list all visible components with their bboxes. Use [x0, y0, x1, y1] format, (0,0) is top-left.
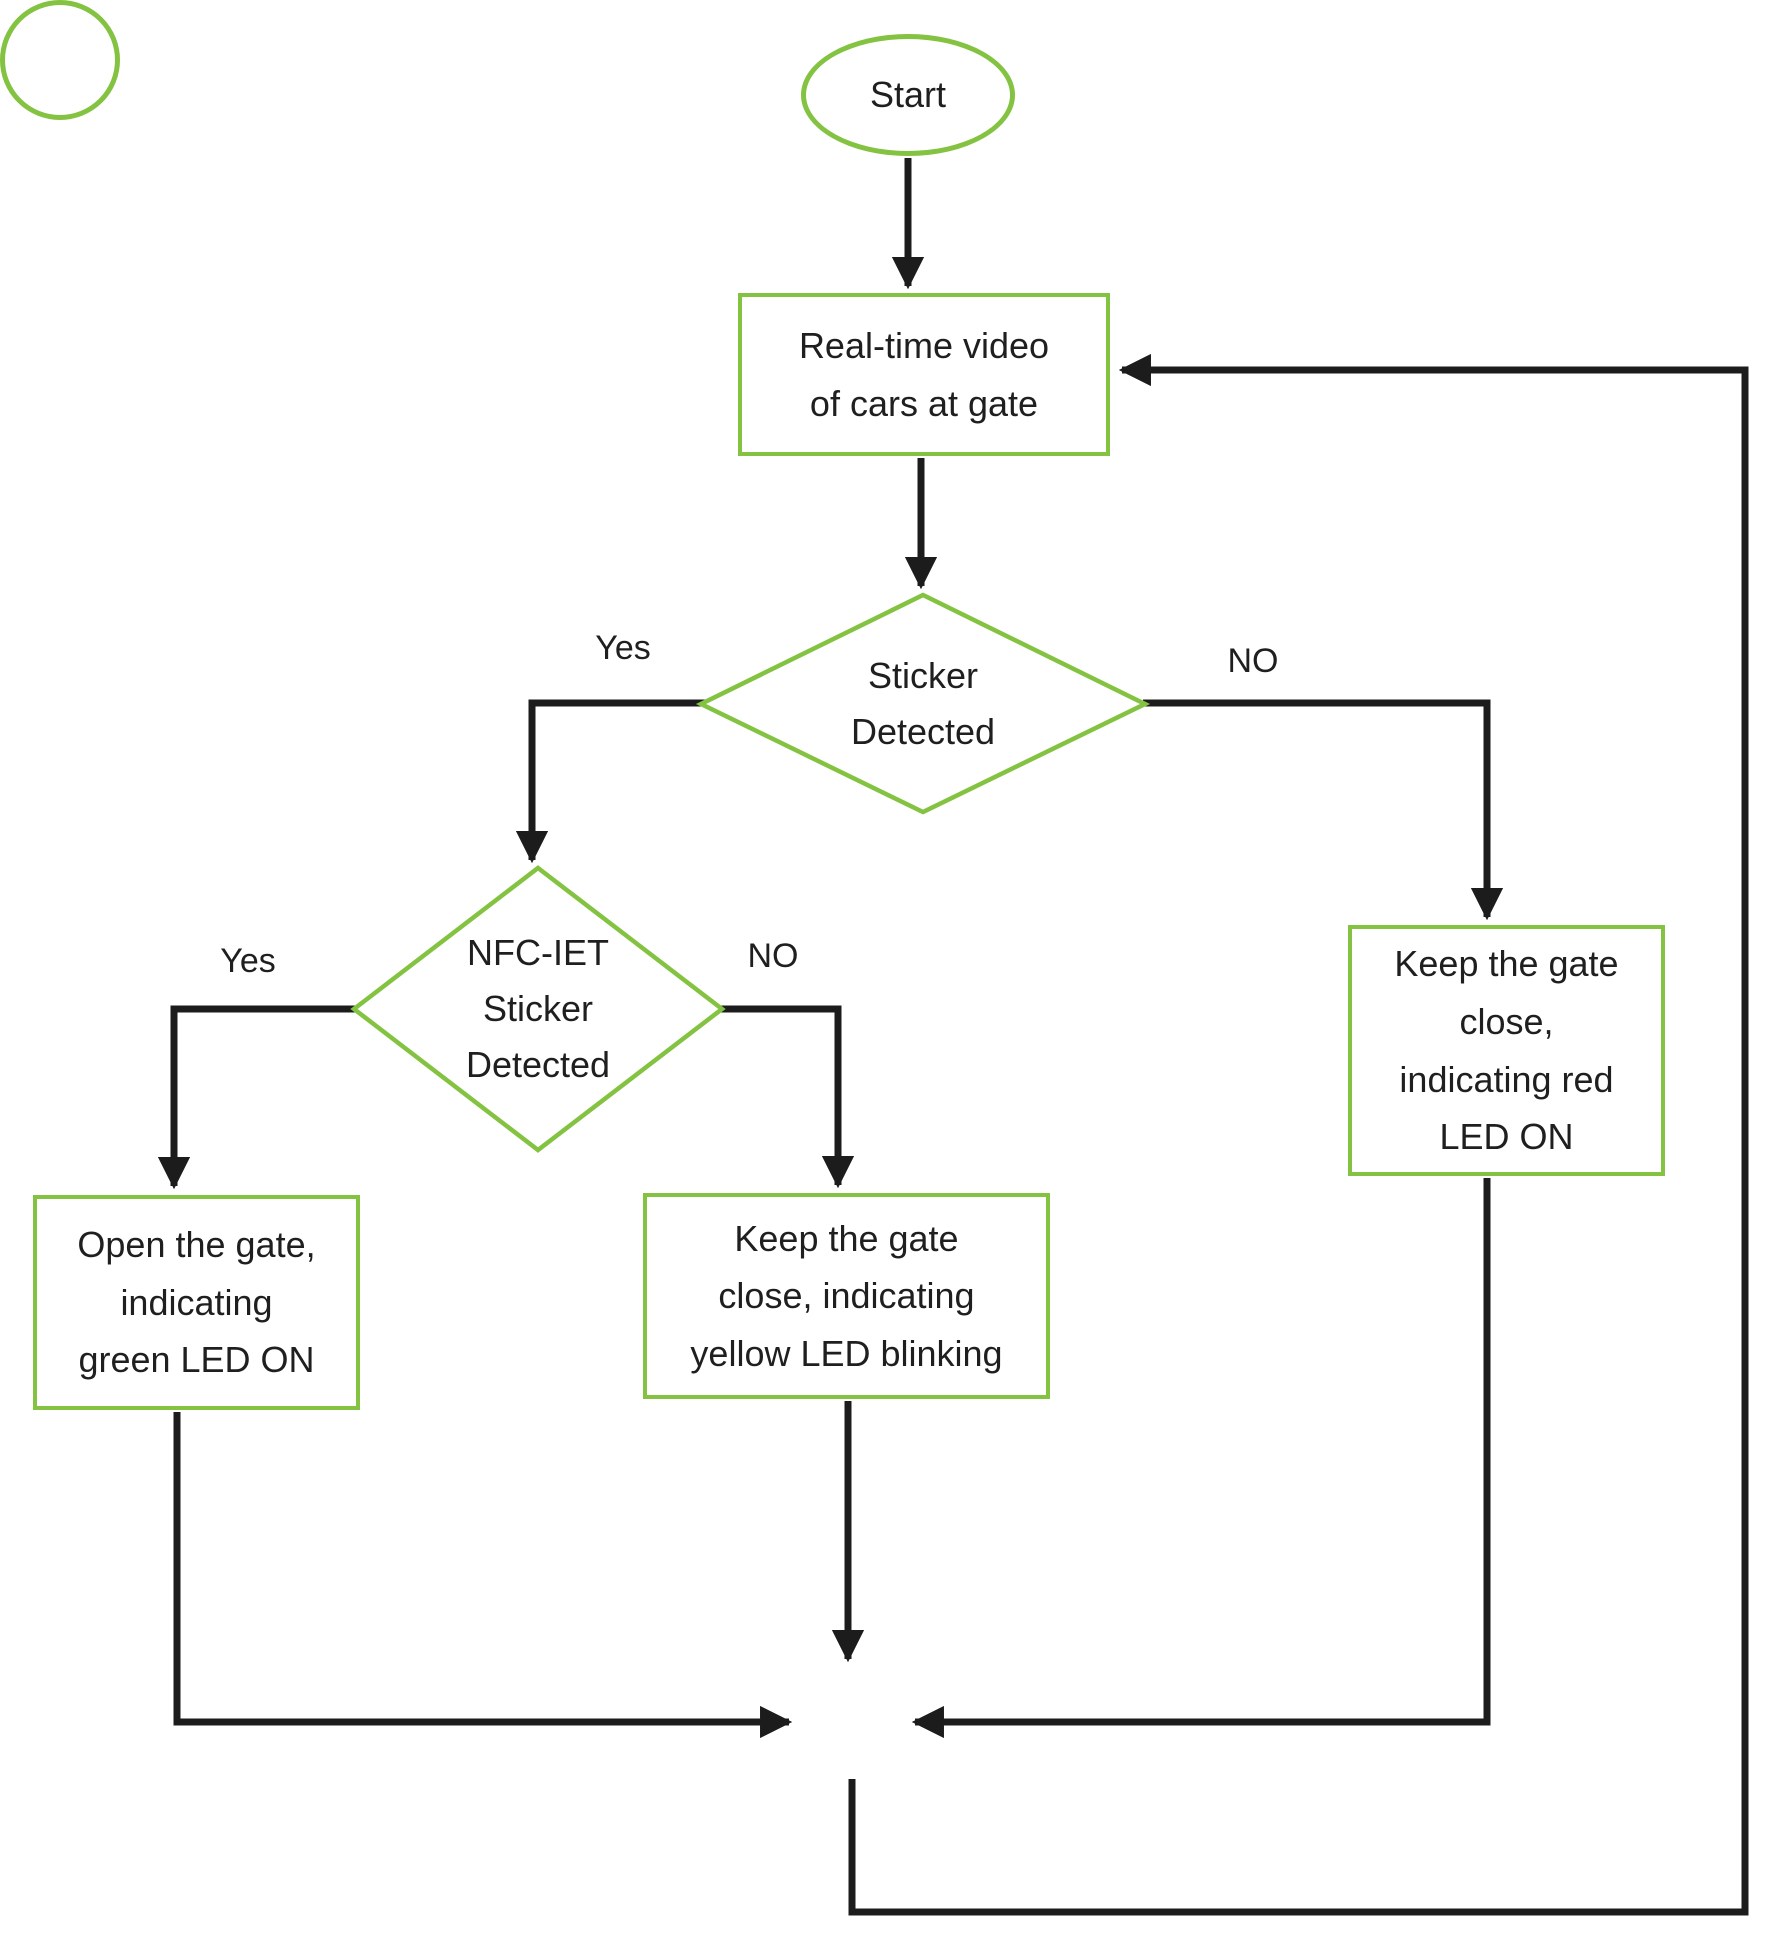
- connector-nfc-no-to-yellow-box: [718, 1005, 855, 1189]
- decision-nfc-line: Sticker: [482, 988, 594, 1030]
- decision-sticker-line: Sticker: [867, 655, 979, 697]
- process-keep-close-yellow-line: Keep the gate: [734, 1217, 959, 1259]
- edge-label-nfc-no: NO: [747, 937, 799, 975]
- process-keep-close-red-line: Keep the gate: [1394, 943, 1619, 985]
- process-keep-close-yellow-line: yellow LED blinking: [690, 1332, 1003, 1374]
- process-keep-close-red-line: indicating red: [1399, 1058, 1614, 1100]
- decision-nfc-line: Detected: [465, 1043, 611, 1085]
- connector-nfc-yes-to-green-box: [157, 1005, 358, 1190]
- decision-sticker-detected-shape: [695, 592, 1151, 815]
- process-keep-close-yellow-line: close, indicating: [718, 1275, 975, 1317]
- process-open-gate-line: Open the gate,: [77, 1224, 316, 1266]
- decision-sticker-detected-label: Sticker Detected: [773, 642, 1073, 766]
- connector-junction-loop-to-capture: [848, 353, 1749, 1916]
- junction-connector: [0, 0, 120, 120]
- process-capture-video: Real-time video of cars at gate: [738, 293, 1110, 456]
- connector-sticker-yes-to-nfc-decision: [515, 699, 705, 864]
- decision-nfc-line: NFC-IET: [467, 932, 609, 974]
- process-keep-close-red: Keep the gate close, indicating red LED …: [1348, 925, 1665, 1176]
- process-keep-close-red-line: close,: [1459, 1000, 1554, 1042]
- decision-nfc-sticker-label: NFC-IET Sticker Detected: [388, 922, 688, 1096]
- decision-sticker-line: Detected: [850, 711, 996, 752]
- process-capture-video-line: Real-time video: [798, 324, 1050, 366]
- process-open-gate-green: Open the gate, indicating green LED ON: [33, 1195, 360, 1410]
- connector-green-box-to-junction: [173, 1412, 793, 1739]
- process-capture-video-line: of cars at gate: [809, 382, 1039, 424]
- edge-label-sticker-yes: Yes: [595, 629, 651, 667]
- start-label: Start: [869, 74, 947, 116]
- decision-nfc-sticker-shape: [350, 865, 726, 1153]
- start-node: Start: [801, 34, 1015, 156]
- connector-red-box-to-junction: [911, 1178, 1491, 1739]
- edge-label-sticker-no: NO: [1227, 642, 1279, 680]
- process-open-gate-line: green LED ON: [78, 1339, 315, 1381]
- process-keep-close-red-line: LED ON: [1439, 1116, 1574, 1158]
- process-open-gate-line: indicating: [120, 1281, 273, 1323]
- edge-label-nfc-yes: Yes: [220, 942, 276, 980]
- connector-sticker-no-to-red-box: [1143, 699, 1504, 921]
- process-keep-close-yellow: Keep the gate close, indicating yellow L…: [643, 1193, 1050, 1399]
